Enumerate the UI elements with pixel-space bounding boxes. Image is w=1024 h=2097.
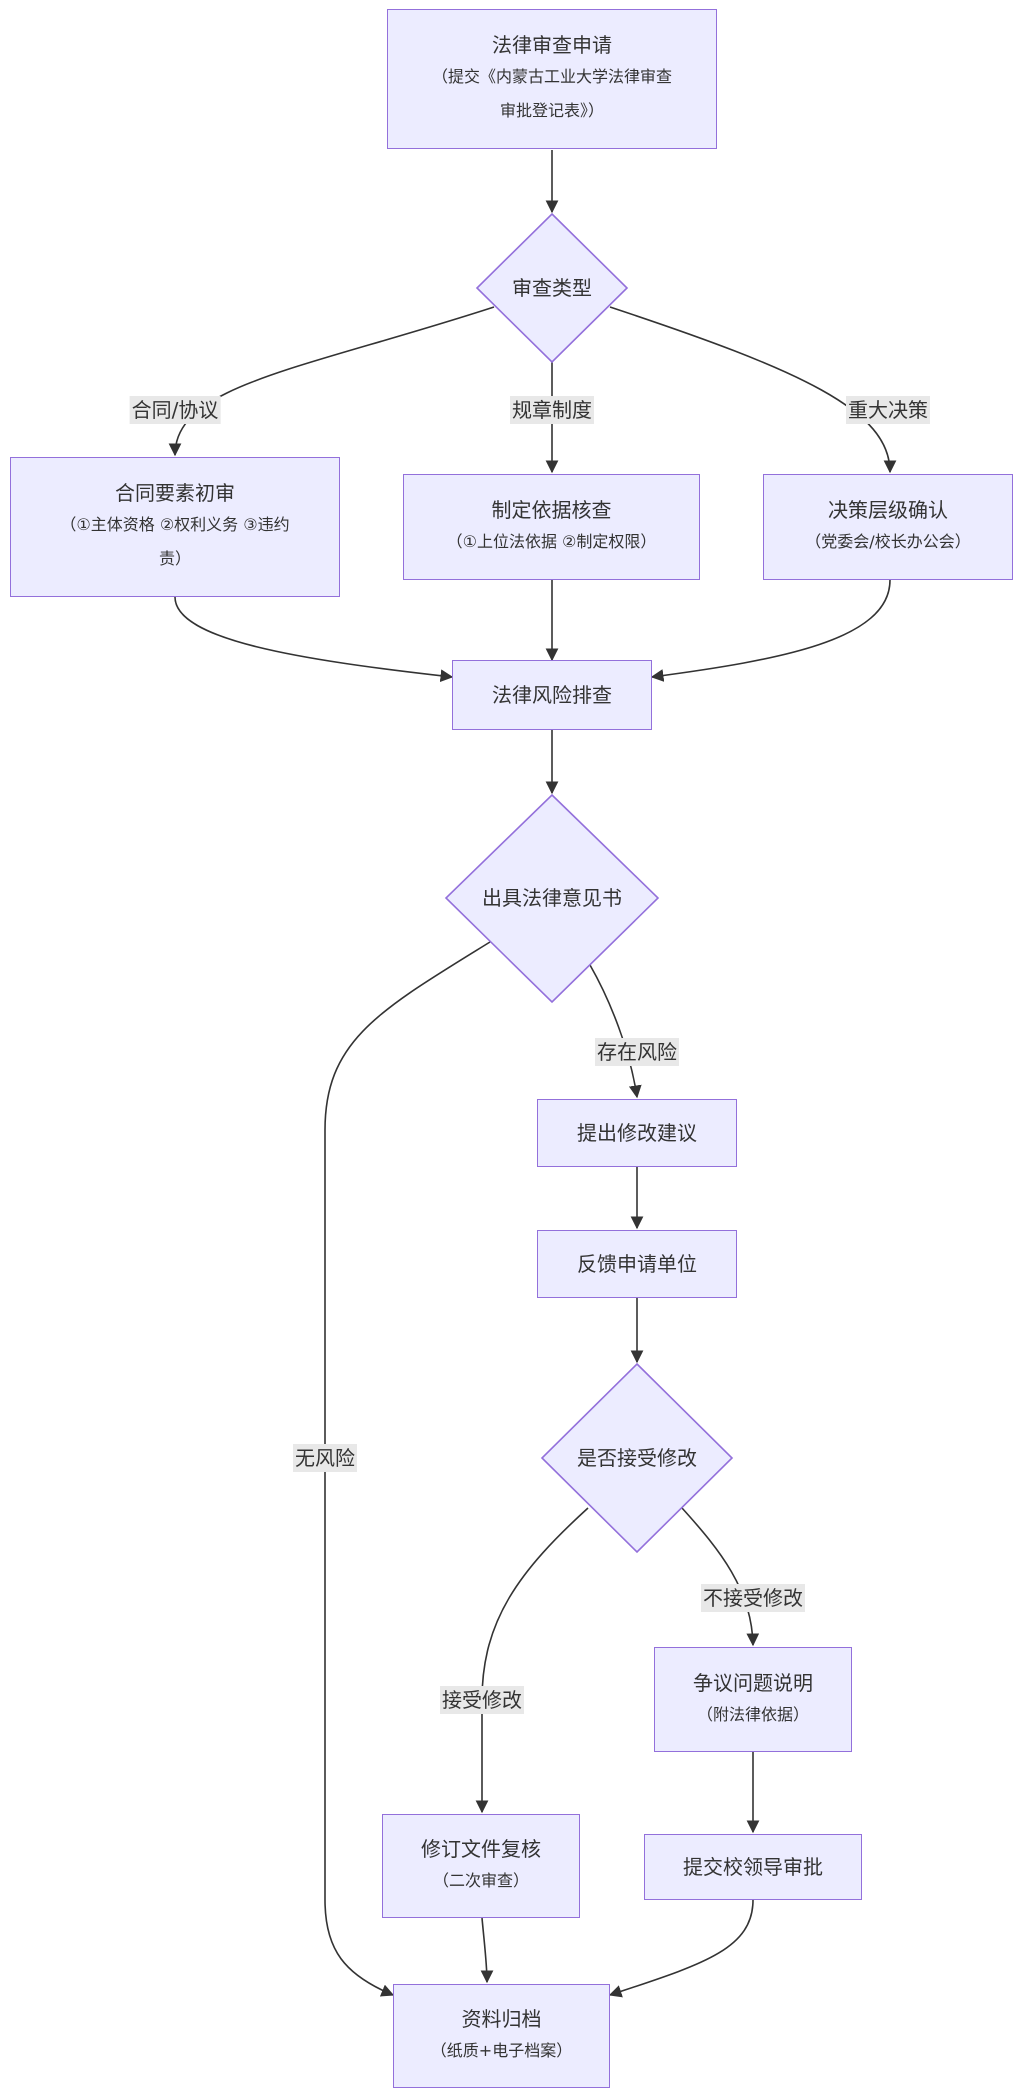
node-title: 合同要素初审 xyxy=(115,481,235,505)
node-subtitle: （①主体资格 ②权利义务 ③违约 xyxy=(60,515,290,534)
node-title: 决策层级确认 xyxy=(828,498,948,522)
diamond-opinion xyxy=(444,793,660,1004)
edge-accept-to-dispute xyxy=(681,1507,760,1647)
node-legal-risk-check: 法律风险排查 xyxy=(452,660,652,730)
node-title: 提出修改建议 xyxy=(577,1121,697,1145)
node-subtitle: （附法律依据） xyxy=(696,1704,809,1724)
node-subtitle: 责） xyxy=(158,549,191,568)
node-title: 法律审查申请 xyxy=(492,33,612,57)
edge-type-to-decision xyxy=(609,306,897,474)
edge-label-has-risk: 存在风险 xyxy=(595,1038,679,1066)
node-feedback-applicant: 反馈申请单位 xyxy=(537,1230,737,1298)
edge-label-major-decision: 重大决策 xyxy=(846,396,930,424)
node-title: 提交校领导审批 xyxy=(683,1855,823,1879)
edge-type-to-contract xyxy=(168,306,495,457)
node-title: 修订文件复核 xyxy=(421,1837,541,1861)
edge-label-no-risk: 无风险 xyxy=(293,1444,357,1472)
diamond-accept-label: 是否接受修改 xyxy=(577,1446,697,1470)
diamond-accept xyxy=(540,1362,734,1554)
edge-label-contract: 合同/协议 xyxy=(129,396,221,424)
diamond-review-type xyxy=(475,212,629,364)
node-decision-level: 决策层级确认 （党委会/校长办公会） xyxy=(763,474,1013,580)
node-title: 反馈申请单位 xyxy=(577,1252,697,1276)
node-subtitle: 审批登记表》） xyxy=(499,101,604,120)
node-basis-check: 制定依据核查 （①上位法依据 ②制定权限） xyxy=(403,474,700,580)
node-subtitle: （①上位法依据 ②制定权限） xyxy=(446,532,657,551)
node-suggest-changes: 提出修改建议 xyxy=(537,1099,737,1167)
edge-contract-to-risk xyxy=(174,596,454,683)
edge-opinion-to-archive xyxy=(324,941,491,1997)
edge-label-accept: 接受修改 xyxy=(440,1686,524,1714)
edge-revise-to-archive xyxy=(480,1917,494,1984)
edge-leader-to-archive xyxy=(608,1899,754,1998)
node-contract-review: 合同要素初审 （①主体资格 ②权利义务 ③违约 责） xyxy=(10,457,340,597)
diamond-review-type-label: 审查类型 xyxy=(512,276,592,300)
edge-accept-to-revise xyxy=(475,1507,589,1814)
diamond-opinion-label: 出具法律意见书 xyxy=(482,886,622,910)
node-title: 制定依据核查 xyxy=(491,498,612,522)
node-subtitle: （纸质+电子档案） xyxy=(430,2041,573,2060)
node-title: 争议问题说明 xyxy=(693,1670,813,1695)
edge-opinion-to-suggest xyxy=(589,964,642,1099)
node-title: 法律风险排查 xyxy=(492,683,612,707)
edge-decision-to-risk xyxy=(650,579,891,682)
node-title: 资料归档 xyxy=(461,2007,542,2031)
node-revised-file-review: 修订文件复核 （二次审查） xyxy=(382,1814,580,1918)
node-archive: 资料归档 （纸质+电子档案） xyxy=(393,1984,610,2088)
node-subtitle: （提交《内蒙古工业大学法律审查 xyxy=(431,67,672,86)
node-legal-review-application: 法律审查申请 （提交《内蒙古工业大学法律审查 审批登记表》） xyxy=(387,9,717,149)
node-subtitle: （二次审查） xyxy=(432,1871,529,1890)
node-dispute-explanation: 争议问题说明 （附法律依据） xyxy=(654,1647,852,1752)
node-leader-approval: 提交校领导审批 xyxy=(644,1834,862,1900)
node-subtitle: （党委会/校长办公会） xyxy=(805,532,971,551)
edge-label-rules: 规章制度 xyxy=(510,396,594,424)
edge-label-not-accept: 不接受修改 xyxy=(701,1584,805,1612)
